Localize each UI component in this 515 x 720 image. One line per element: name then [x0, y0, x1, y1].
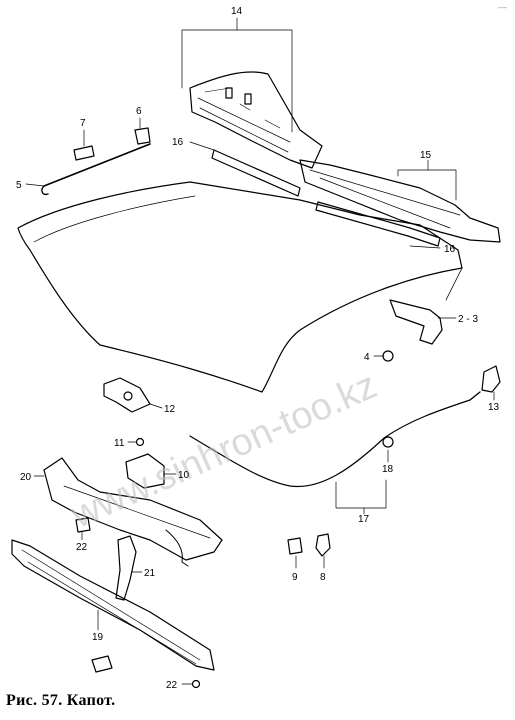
clip-fastener	[315, 533, 331, 557]
callout-22: 22	[166, 680, 178, 691]
callout-14: 14	[231, 6, 243, 17]
callout-19: 19	[92, 632, 104, 643]
release-handle	[481, 365, 501, 393]
release-cable	[189, 399, 471, 488]
clip-bottom	[91, 655, 113, 673]
hood-panel	[17, 181, 463, 393]
callout-17: 17	[358, 514, 370, 525]
bolt	[75, 517, 91, 533]
callout-6: 6	[136, 106, 142, 117]
bracket	[115, 535, 137, 601]
front-crossmember	[11, 539, 215, 671]
lock-support	[43, 457, 223, 561]
hood-lock	[103, 377, 151, 413]
rod-holder	[73, 145, 95, 161]
callout-13: 13	[488, 402, 500, 413]
callout-15: 15	[420, 150, 432, 161]
callout-16: 16	[172, 137, 184, 148]
callout-2-3: 2 - 3	[458, 314, 478, 325]
rod-clamp	[134, 127, 151, 145]
seal-left	[211, 149, 301, 197]
seal-right	[315, 201, 441, 247]
corner-mark: —	[498, 2, 507, 12]
watermark: www.sinhron-too.kz	[64, 364, 383, 537]
callout-7: 7	[80, 118, 86, 129]
callout-16: 16	[444, 244, 456, 255]
callout-4: 4	[364, 352, 370, 363]
callout-21: 21	[144, 568, 156, 579]
callout-20: 20	[20, 472, 32, 483]
cowl-panel-right	[299, 159, 501, 243]
callout-5: 5	[16, 180, 22, 191]
bolt-bottom	[191, 679, 201, 689]
callout-9: 9	[292, 572, 298, 583]
hinge-bolt	[382, 350, 394, 362]
callout-8: 8	[320, 572, 326, 583]
callout-11: 11	[114, 438, 125, 449]
callout-10: 10	[178, 470, 190, 481]
callout-12: 12	[164, 404, 176, 415]
hood-support-rod	[43, 143, 151, 187]
clip	[244, 93, 252, 105]
screw	[135, 437, 145, 447]
striker-bracket	[125, 453, 165, 489]
figure-caption: Рис. 57. Капот.	[6, 692, 116, 709]
cowl-panel	[189, 71, 323, 169]
callout-22: 22	[76, 542, 88, 553]
bumper-stop	[287, 537, 303, 555]
hood-hinge	[389, 299, 443, 345]
callout-18: 18	[382, 464, 394, 475]
clip	[225, 87, 233, 99]
